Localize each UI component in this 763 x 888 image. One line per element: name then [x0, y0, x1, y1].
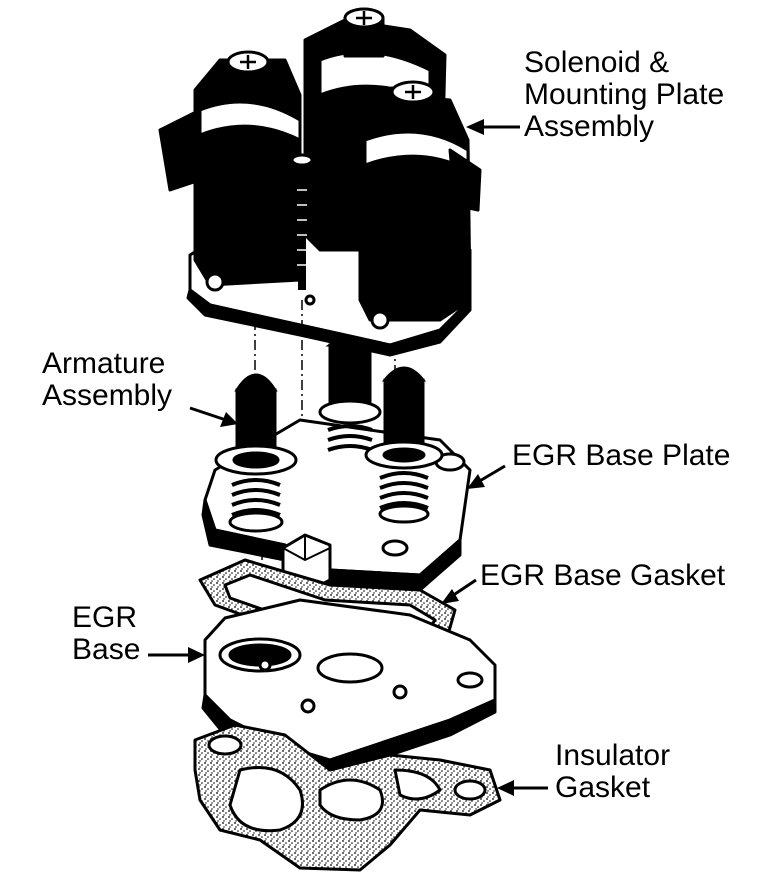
armature-right — [364, 366, 444, 524]
screw-cap-right — [390, 80, 436, 132]
label-insulator-gasket: Insulator Gasket — [555, 739, 671, 804]
arrow-base-plate — [467, 464, 506, 489]
label-armature-assembly: Armature Assembly — [42, 347, 173, 412]
arrow-solenoid — [466, 119, 520, 135]
label-egr-base-plate: EGR Base Plate — [512, 439, 731, 472]
label-egr-base-gasket: EGR Base Gasket — [480, 559, 726, 592]
callout-arrows — [148, 119, 548, 796]
center-screw — [290, 153, 314, 290]
screw-cap-back — [343, 7, 385, 58]
arrow-insulator — [497, 780, 548, 796]
insulator-gasket — [193, 723, 502, 872]
arrow-armature — [189, 406, 238, 427]
arrow-egr-base — [148, 647, 205, 663]
solenoid-assembly — [158, 7, 482, 357]
label-egr-base: EGR Base — [72, 601, 141, 666]
armature-back — [318, 336, 382, 452]
armature-left — [214, 373, 298, 533]
label-solenoid-mounting-plate-assembly: Solenoid & Mounting Plate Assembly — [524, 46, 725, 143]
screw-cap-left — [226, 50, 270, 102]
arrow-base-gasket — [441, 578, 477, 604]
